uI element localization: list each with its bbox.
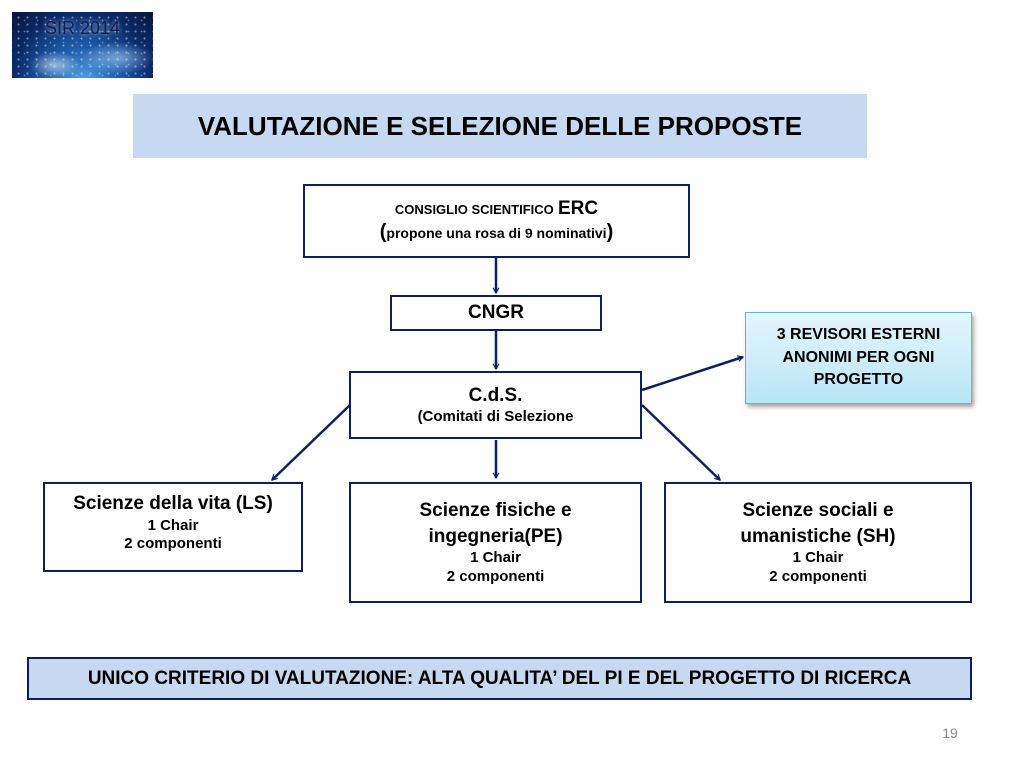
ls-box: Scienze della vita (LS) 1 Chair 2 compon… — [43, 482, 303, 572]
erc-box: CONSIGLIO SCIENTIFICO ERC (propone una r… — [303, 184, 690, 258]
sh-title-line-2: umanistiche (SH) — [740, 525, 896, 547]
erc-heading-big: ERC — [557, 197, 599, 219]
cds-box: C.d.S. (Comitati di Selezione — [349, 371, 642, 439]
cds-sub: (Comitati di Selezione — [417, 407, 574, 425]
pe-box: Scienze fisiche e ingegneria(PE) 1 Chair… — [349, 482, 642, 603]
revisori-line-3: PROGETTO — [813, 371, 904, 389]
pe-title-line-2: ingegneria(PE) — [428, 525, 563, 547]
cngr-box: CNGR — [390, 295, 602, 331]
ls-chair: 1 Chair — [147, 516, 199, 534]
slide-title-box: VALUTAZIONE E SELEZIONE DELLE PROPOSTE — [133, 94, 867, 158]
erc-paren-open: ( — [379, 221, 387, 244]
arrow-cds-to-sh — [641, 404, 721, 481]
revisori-box: 3 REVISORI ESTERNI ANONIMI PER OGNI PROG… — [745, 312, 972, 404]
ls-members: 2 componenti — [124, 535, 222, 553]
erc-heading-small: CONSIGLIO SCIENTIFICO — [394, 201, 554, 217]
sh-title-line-1: Scienze sociali e — [742, 500, 894, 522]
page-number: 19 — [942, 725, 958, 741]
revisori-line-2: ANONIMI PER OGNI — [782, 348, 935, 366]
criterion-text: UNICO CRITERIO DI VALUTAZIONE: ALTA QUAL… — [87, 667, 912, 689]
sh-box: Scienze sociali e umanistiche (SH) 1 Cha… — [664, 482, 972, 603]
ls-title: Scienze della vita (LS) — [73, 493, 273, 514]
erc-paren-close: ) — [606, 221, 614, 244]
sh-chair: 1 Chair — [792, 549, 844, 567]
sh-members: 2 componenti — [769, 568, 867, 586]
cngr-label: CNGR — [468, 302, 524, 324]
erc-subtitle-text: propone una rosa di 9 nominativi — [386, 225, 607, 242]
slide-title: VALUTAZIONE E SELEZIONE DELLE PROPOSTE — [197, 110, 803, 141]
sir-2014-logo: SIR 2014 — [12, 12, 153, 78]
erc-heading: CONSIGLIO SCIENTIFICO ERC — [395, 197, 598, 221]
criterion-box: UNICO CRITERIO DI VALUTAZIONE: ALTA QUAL… — [27, 657, 972, 700]
pe-chair: 1 Chair — [470, 549, 521, 567]
logo-earth-lights — [12, 12, 153, 78]
logo-text: SIR 2014 — [44, 18, 121, 38]
arrow-cds-to-revisori — [641, 357, 743, 392]
arrow-cds-to-ls — [271, 404, 351, 481]
pe-members: 2 componenti — [446, 568, 545, 586]
cds-label: C.d.S. — [468, 384, 523, 406]
revisori-line-1: 3 REVISORI ESTERNI — [776, 326, 941, 344]
pe-title-line-1: Scienze fisiche e — [419, 500, 572, 522]
erc-subtitle: (propone una rosa di 9 nominativi) — [380, 220, 613, 245]
